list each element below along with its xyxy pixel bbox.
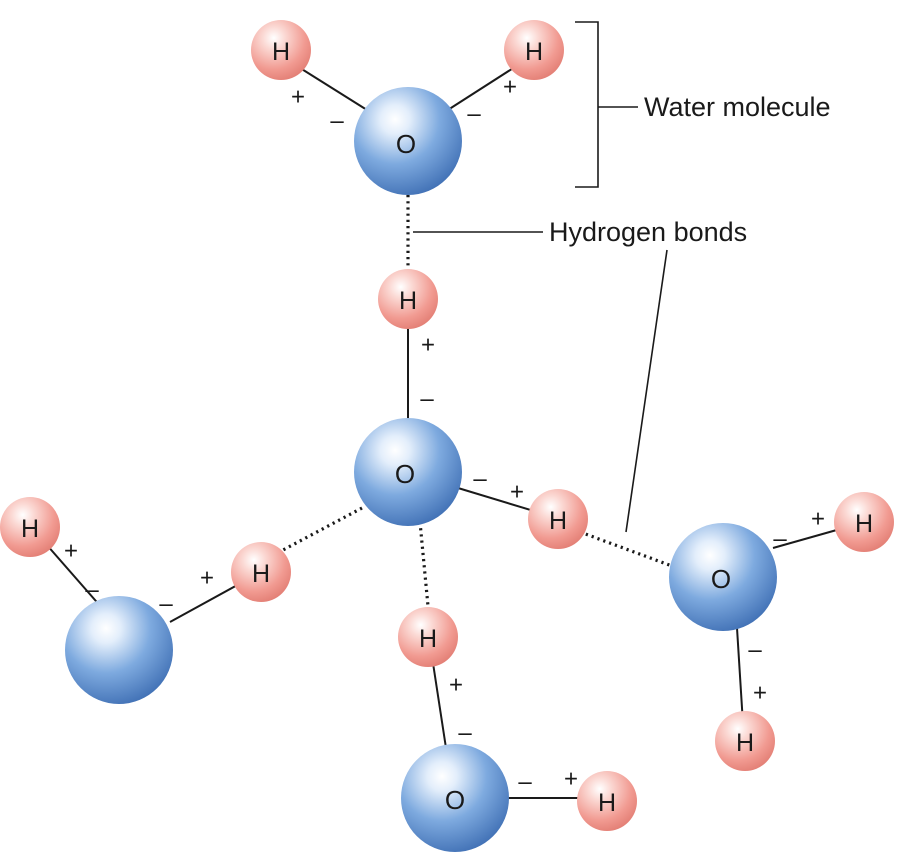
minus-sign: – <box>773 526 787 553</box>
hydrogen-label: H <box>736 729 754 757</box>
oxygen-atom-bottom: O <box>401 744 509 852</box>
hydrogen-atom: H <box>0 497 60 557</box>
hydrogen-atoms: H H H H H H H H <box>0 20 894 831</box>
hydrogen-atom: H <box>504 20 564 80</box>
minus-sign: – <box>85 577 99 604</box>
hydrogen-label: H <box>419 625 437 653</box>
minus-sign: – <box>748 637 762 664</box>
plus-sign: + <box>503 74 517 101</box>
hydrogen-label: H <box>272 38 290 66</box>
plus-sign: + <box>200 565 214 592</box>
minus-sign: – <box>330 108 344 135</box>
callout-leaders <box>413 21 668 533</box>
hydrogen-label: H <box>399 287 417 315</box>
oxygen-atom-center: O <box>354 418 462 526</box>
plus-sign: + <box>564 766 578 793</box>
plus-sign: + <box>510 479 524 506</box>
oxygen-atom-left <box>65 596 173 704</box>
minus-sign: – <box>467 101 481 128</box>
minus-sign: – <box>473 466 487 493</box>
hydrogen-atom: H <box>528 489 588 549</box>
hbond-right <box>579 530 673 568</box>
hydrogen-label: H <box>525 38 543 66</box>
oxygen-label: O <box>396 129 416 159</box>
oxygen-atoms: O O O O <box>65 87 777 852</box>
oxygen-label: O <box>395 459 415 489</box>
hydrogen-bonds <box>282 195 673 607</box>
oxygen-atom-right: O <box>669 523 777 631</box>
plus-sign: + <box>421 332 435 359</box>
minus-sign: – <box>420 386 434 413</box>
hydrogen-bonds-callout: Hydrogen bonds <box>549 217 747 247</box>
plus-sign: + <box>811 506 825 533</box>
plus-sign: + <box>753 680 767 707</box>
hbond-bottom <box>418 521 430 607</box>
hbond-left <box>282 506 363 552</box>
oxygen-label: O <box>445 785 465 815</box>
hydrogen-atom: H <box>577 771 637 831</box>
minus-sign: – <box>458 720 472 747</box>
water-molecule-bracket <box>575 21 599 188</box>
oxygen-atom-top: O <box>354 87 462 195</box>
water-molecule-callout: Water molecule <box>644 92 831 122</box>
hydrogen-bonds-leader-diagonal <box>625 249 668 533</box>
oxygen-label: O <box>711 564 731 594</box>
plus-sign: + <box>64 538 78 565</box>
minus-sign: – <box>518 769 532 796</box>
plus-sign: + <box>449 672 463 699</box>
partial-charges: + – – + + – – + + – – + + – – + – + – + <box>64 74 825 796</box>
hydrogen-atom: H <box>715 711 775 771</box>
hydrogen-atom: H <box>834 492 894 552</box>
minus-sign: – <box>159 591 173 618</box>
hydrogen-atom: H <box>378 269 438 329</box>
hydrogen-label: H <box>855 510 873 538</box>
plus-sign: + <box>291 84 305 111</box>
hydrogen-atom: H <box>251 20 311 80</box>
hydrogen-label: H <box>21 515 39 543</box>
hydrogen-label: H <box>598 789 616 817</box>
hydrogen-atom: H <box>231 542 291 602</box>
hydrogen-label: H <box>549 507 567 535</box>
hydrogen-label: H <box>252 560 270 588</box>
hydrogen-atom: H <box>398 607 458 667</box>
